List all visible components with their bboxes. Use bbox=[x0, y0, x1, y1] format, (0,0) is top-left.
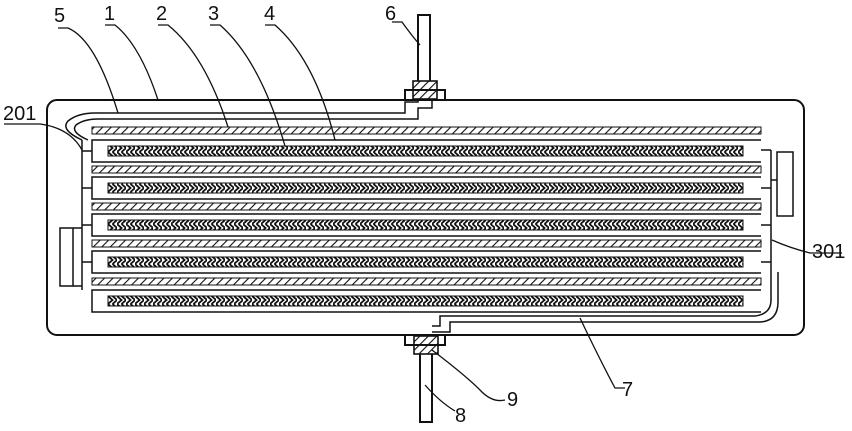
pocket-electrode bbox=[91, 289, 761, 313]
label-301: 301 bbox=[812, 241, 845, 263]
upper-terminal-tab bbox=[417, 14, 431, 84]
pocket-electrodes bbox=[91, 139, 761, 313]
outer-casing bbox=[46, 99, 805, 336]
pocket-electrode bbox=[91, 213, 761, 237]
right-collector bbox=[761, 149, 794, 272]
plate-hatched bbox=[91, 277, 762, 286]
label-9: 9 bbox=[507, 389, 518, 411]
label-1: 1 bbox=[104, 3, 115, 25]
pocket-electrode bbox=[91, 139, 761, 163]
plate-hatched bbox=[91, 239, 762, 248]
upper-tab-lead bbox=[65, 14, 446, 141]
hatched-plates bbox=[91, 126, 762, 286]
lower-tab-lead bbox=[404, 272, 779, 423]
label-2: 2 bbox=[156, 3, 167, 25]
plate-hatched bbox=[91, 165, 762, 174]
label-3: 3 bbox=[208, 3, 219, 25]
label-5: 5 bbox=[54, 5, 65, 27]
pocket-electrode bbox=[91, 176, 761, 200]
label-8: 8 bbox=[455, 405, 466, 427]
plate-hatched bbox=[91, 126, 762, 135]
label-201: 201 bbox=[3, 103, 36, 125]
label-4: 4 bbox=[264, 3, 275, 25]
plate-hatched bbox=[91, 202, 762, 211]
left-collector bbox=[59, 140, 92, 290]
leader-lines bbox=[4, 21, 842, 412]
pocket-electrode bbox=[91, 250, 761, 274]
part-labels: 1 2 3 4 5 6 201 301 7 9 8 bbox=[3, 3, 845, 427]
label-7: 7 bbox=[622, 379, 633, 401]
label-6: 6 bbox=[385, 3, 396, 25]
